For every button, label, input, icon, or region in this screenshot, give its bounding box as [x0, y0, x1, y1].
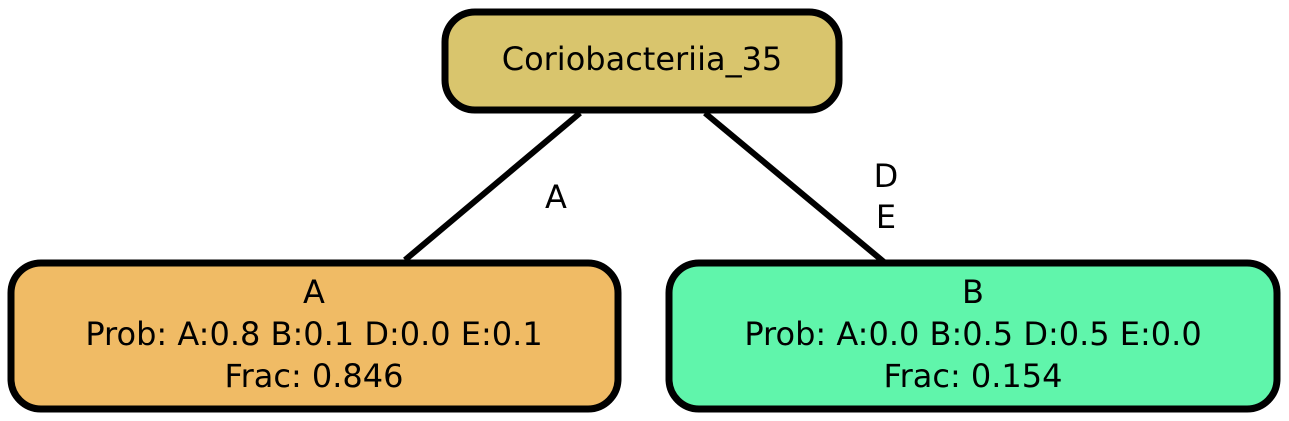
leaf-node-b-prob: Prob: A:0.0 B:0.5 D:0.5 E:0.0: [744, 315, 1201, 353]
edge-left-label-a: A: [545, 178, 567, 216]
edge-root-to-right: [703, 110, 886, 265]
leaf-node-b-box: [665, 259, 1281, 413]
leaf-node-b-frac: Frac: 0.154: [884, 357, 1063, 395]
edge-root-to-left: [403, 110, 582, 263]
root-node-box: [441, 8, 843, 114]
leaf-node-b-title: B: [962, 273, 984, 311]
edge-right-label-e: E: [876, 198, 896, 236]
leaf-node-a: A Prob: A:0.8 B:0.1 D:0.0 E:0.1 Frac: 0.…: [7, 259, 622, 413]
root-node-label: Coriobacteriia_35: [502, 40, 783, 78]
leaf-node-a-title: A: [303, 273, 325, 311]
leaf-node-a-frac: Frac: 0.846: [225, 357, 404, 395]
root-node: Coriobacteriia_35: [441, 8, 843, 114]
leaf-node-a-prob: Prob: A:0.8 B:0.1 D:0.0 E:0.1: [85, 315, 542, 353]
edge-right-label-d: D: [874, 157, 899, 195]
leaf-node-a-box: [7, 259, 622, 413]
leaf-node-b: B Prob: A:0.0 B:0.5 D:0.5 E:0.0 Frac: 0.…: [665, 259, 1281, 413]
